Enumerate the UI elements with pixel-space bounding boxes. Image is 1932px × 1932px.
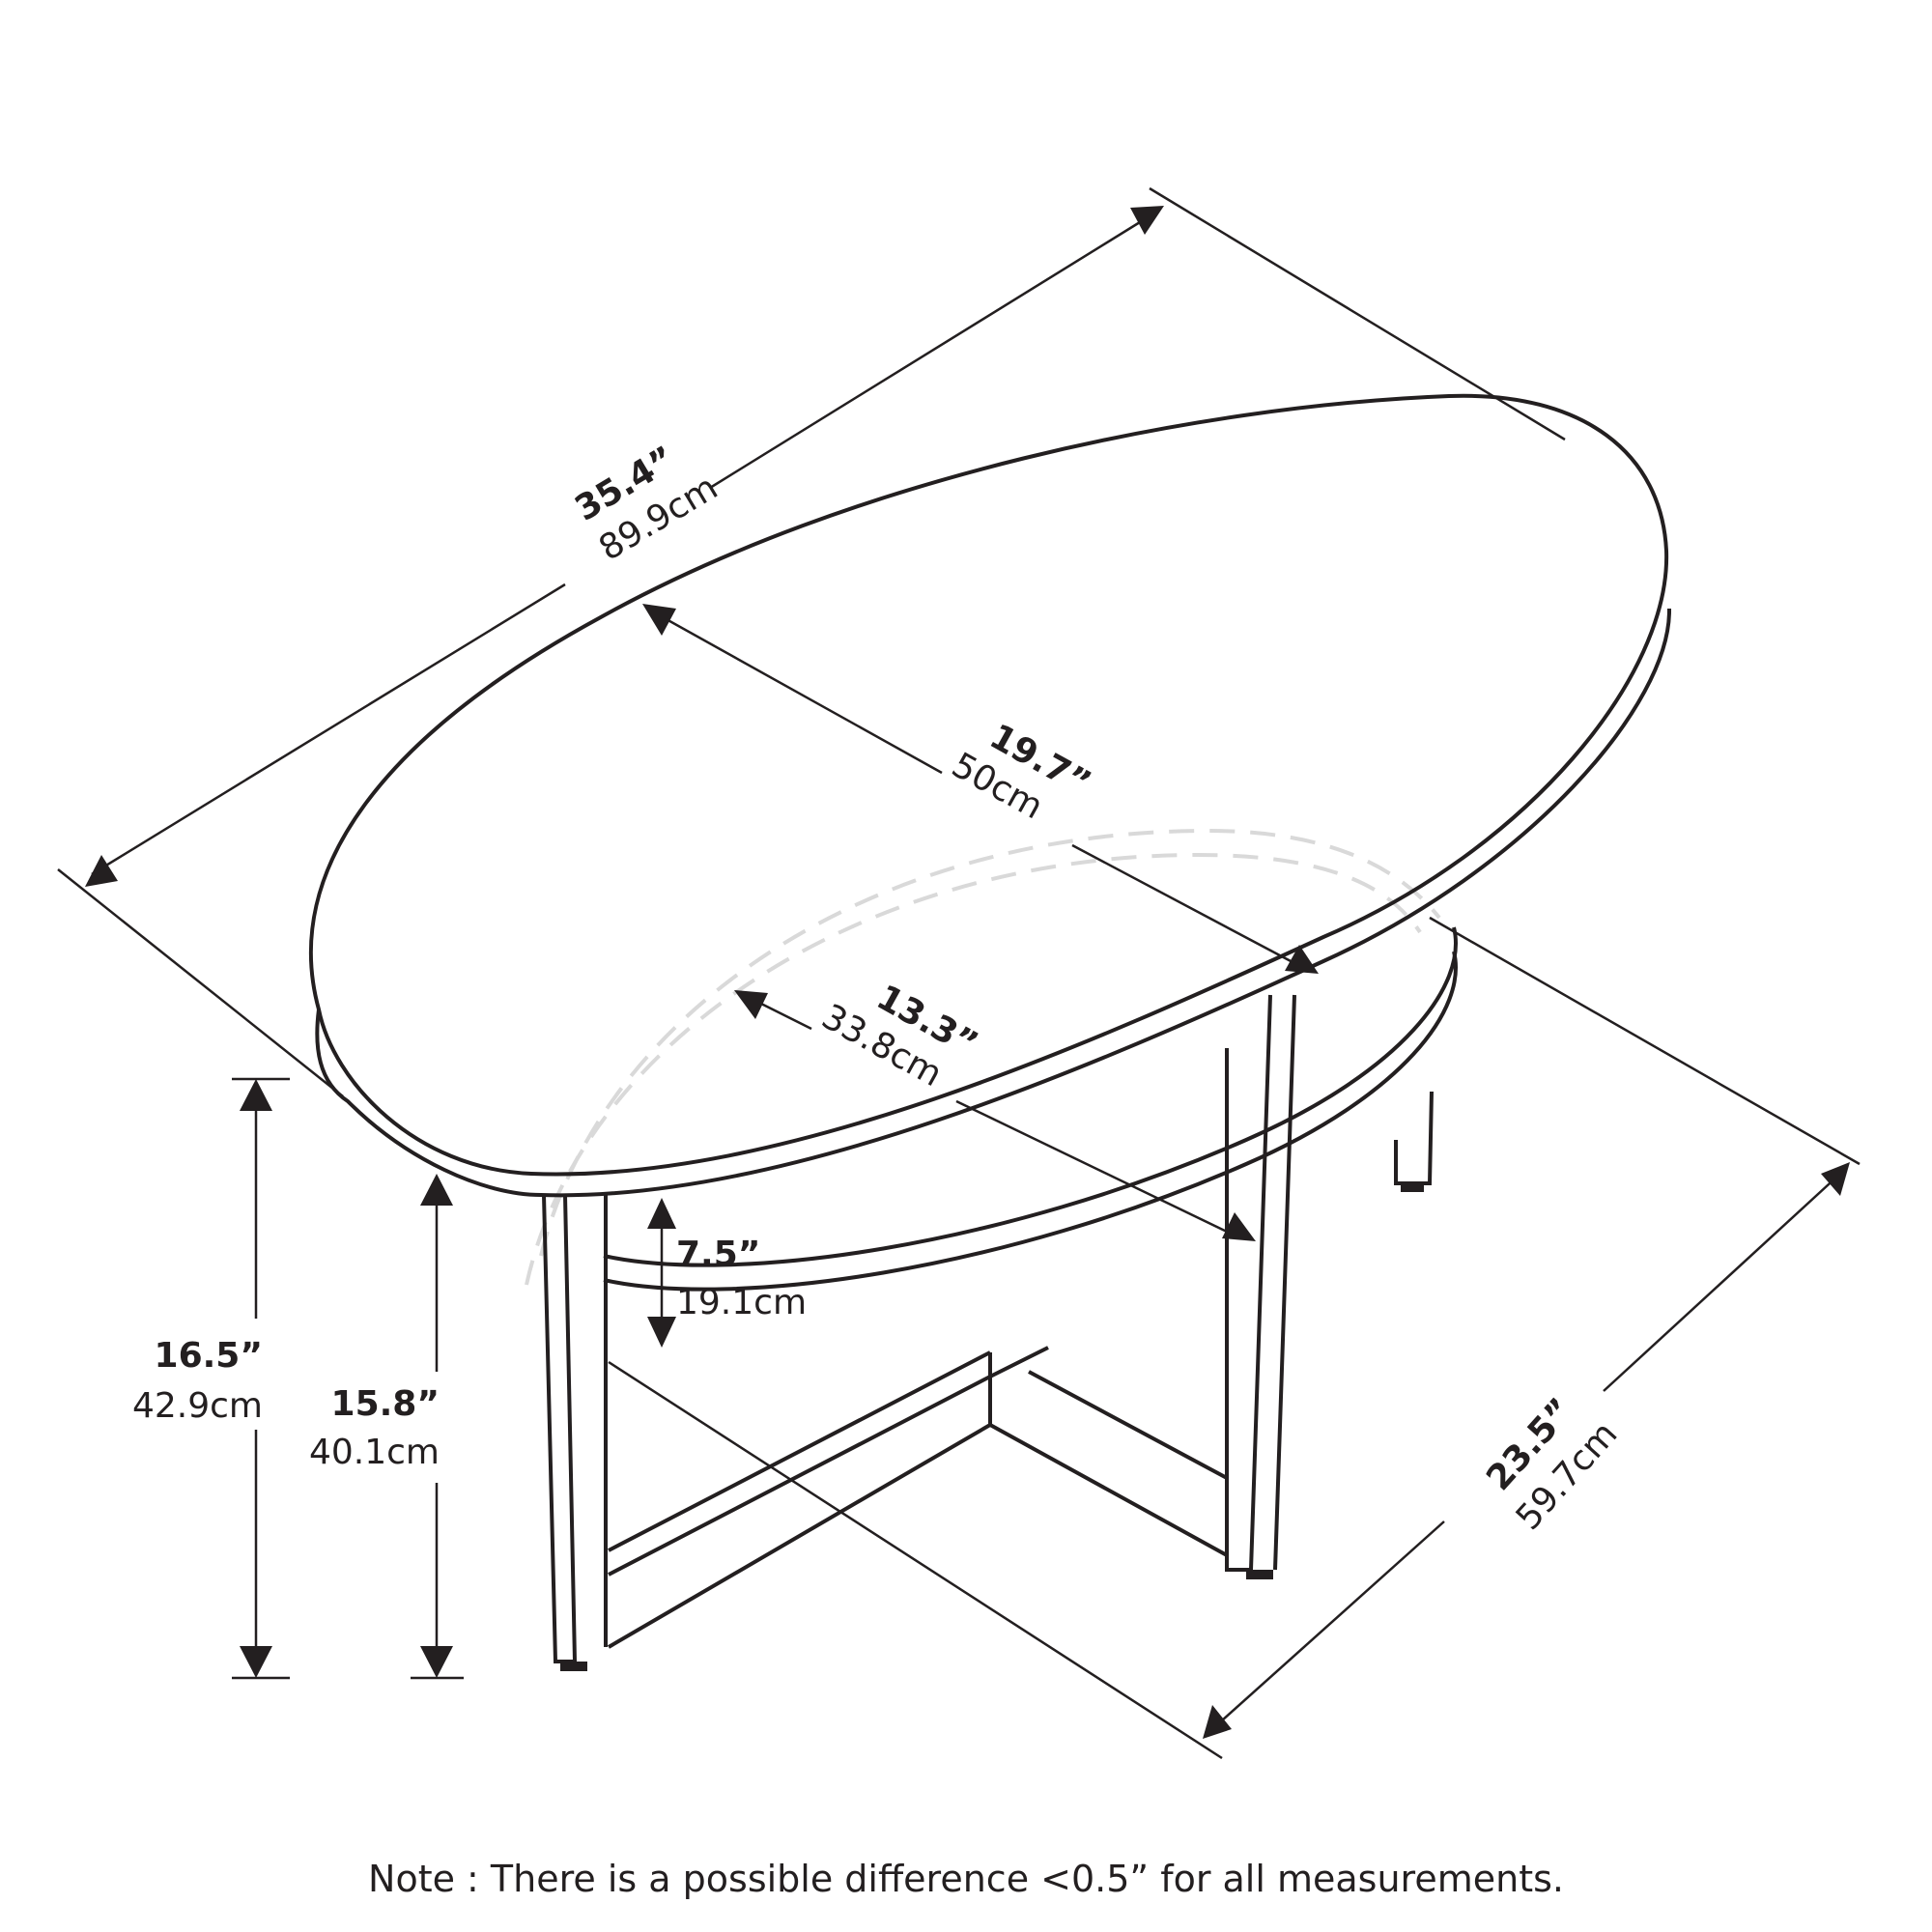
ext-line-length-left bbox=[57, 868, 344, 1097]
measurement-note: Note : There is a possible difference <0… bbox=[368, 1858, 1564, 1900]
arrow-under-top bbox=[420, 1174, 453, 1206]
arrow-topwidth-bottom bbox=[1285, 945, 1319, 974]
arrow-topwidth-top bbox=[642, 604, 676, 636]
arrow-depth-bottom bbox=[1203, 1705, 1232, 1739]
shelf-hidden-outline-inner bbox=[525, 852, 1422, 1286]
ext-line-length-right bbox=[1149, 186, 1566, 441]
leg-front-left bbox=[542, 1194, 608, 1663]
arrow-clearance-top bbox=[647, 1198, 676, 1229]
arrow-depth-top bbox=[1821, 1162, 1850, 1196]
leg-front-right bbox=[1225, 994, 1296, 1572]
table-top-edge bbox=[315, 608, 1672, 1198]
cross-base bbox=[607, 1346, 1228, 1649]
height-cm-label: 42.9cm bbox=[132, 1386, 263, 1426]
dim-line-depth-b bbox=[1211, 1520, 1445, 1730]
foot-right bbox=[1246, 1570, 1273, 1579]
dim-line-length-a bbox=[91, 582, 566, 876]
arrow-under-bottom bbox=[420, 1646, 453, 1678]
arrow-length-left bbox=[85, 855, 118, 887]
under-cm-label: 40.1cm bbox=[309, 1433, 440, 1472]
lower-shelf-edge bbox=[603, 951, 1458, 1292]
shelf-hidden-outline bbox=[539, 828, 1441, 1257]
clearance-cm-label: 19.1cm bbox=[676, 1283, 807, 1322]
table-top bbox=[309, 393, 1669, 1177]
dim-line-shelf-b bbox=[955, 1099, 1228, 1234]
lower-shelf bbox=[603, 926, 1458, 1267]
foot-back bbox=[1401, 1183, 1424, 1192]
foot-left bbox=[560, 1662, 587, 1671]
clearance-inches-label: 7.5” bbox=[676, 1235, 760, 1274]
height-inches-label: 16.5” bbox=[155, 1336, 263, 1376]
arrow-shelf-top bbox=[734, 990, 768, 1019]
dim-line-depth-a bbox=[1603, 1173, 1841, 1392]
arrow-clearance-bottom bbox=[647, 1317, 676, 1348]
under-inches-label: 15.8” bbox=[331, 1384, 440, 1424]
ext-line-depth-top bbox=[1429, 916, 1861, 1166]
dim-line-topwidth-a bbox=[646, 607, 943, 775]
arrow-length-right bbox=[1130, 206, 1164, 235]
dim-line-topwidth-b bbox=[1071, 843, 1310, 973]
ext-line-depth-bottom bbox=[608, 1360, 1223, 1760]
leg-back-right bbox=[1394, 1091, 1434, 1185]
dim-line-length-b bbox=[709, 220, 1141, 490]
arrow-height-bottom bbox=[240, 1646, 272, 1678]
arrow-height-top bbox=[240, 1079, 272, 1111]
arrow-shelf-bottom bbox=[1222, 1212, 1256, 1241]
